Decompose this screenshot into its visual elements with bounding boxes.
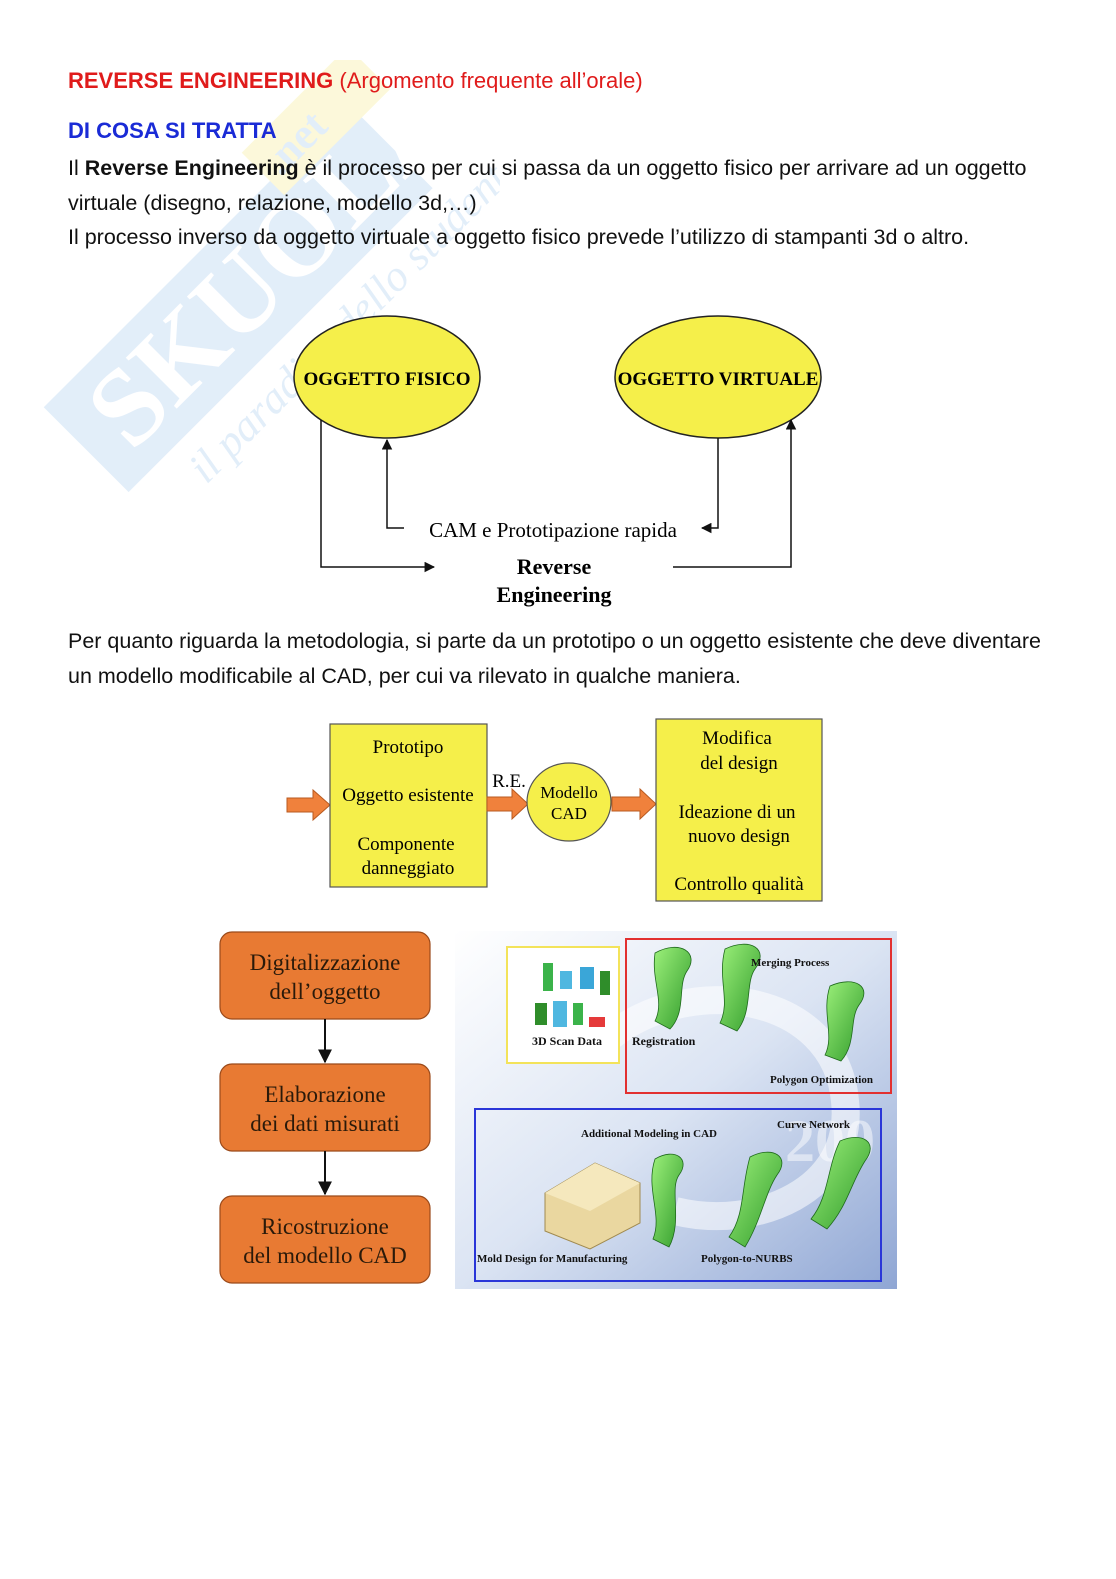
mold-design-label: Mold Design for Manufacturing — [477, 1253, 628, 1265]
virtual-object-label: OGGETTO VIRTUALE — [618, 369, 819, 390]
polygon-optimization-label: Polygon Optimization — [770, 1074, 873, 1086]
output-new-design-2: nuovo design — [688, 826, 790, 847]
reverse-engineering-process-image: 200 3D Scan Data Registration Merging Pr… — [455, 931, 897, 1289]
merging-label: Merging Process — [751, 957, 830, 969]
forward-label-2: Engineering — [497, 582, 612, 607]
output-quality: Controllo qualità — [674, 874, 804, 895]
physical-object-node — [293, 315, 481, 439]
polygon-to-nurbs-label: Polygon-to-NURBS — [701, 1253, 793, 1265]
intro-line-1: Il Reverse Engineering è il processo per… — [68, 156, 1027, 215]
scan-pieces-icon — [535, 963, 610, 1027]
page-title: REVERSE ENGINEERING (Argomento frequente… — [68, 68, 643, 94]
input-damaged: danneggiato — [362, 858, 455, 879]
flow-step-2-line-2: dei dati misurati — [250, 1111, 399, 1136]
inverse-arrow-left — [381, 438, 404, 529]
merging-frame — [625, 938, 892, 1094]
re-arrow — [486, 787, 529, 821]
inputs-box — [329, 723, 488, 888]
cad-model-label-2: CAD — [551, 804, 587, 823]
output-modify-2: del design — [700, 753, 778, 774]
input-prototype: Prototipo — [373, 737, 444, 758]
flow-step-1-line-1: Digitalizzazione — [250, 950, 401, 975]
output-arrow — [611, 787, 657, 821]
cad-modeling-frame — [474, 1108, 882, 1282]
physical-object-label: OGGETTO FISICO — [303, 369, 470, 390]
flow-step-digitalization — [219, 931, 431, 1020]
re-label: R.E. — [492, 771, 526, 792]
section-title: DI COSA SI TRATTA — [68, 118, 277, 143]
input-component: Componente — [357, 834, 454, 855]
methodology-diagram: Prototipo Oggetto esistente Componente d… — [219, 718, 823, 1284]
scan-data-label: 3D Scan Data — [532, 1034, 602, 1048]
output-modify: Modifica — [702, 728, 772, 749]
flow-step-processing — [219, 1063, 431, 1152]
input-existing-object: Oggetto esistente — [342, 785, 473, 806]
forward-label-1: Reverse — [517, 554, 592, 579]
flow-step-1-line-2: dell’oggetto — [269, 979, 380, 1004]
forward-arrow-left — [320, 420, 436, 573]
flow-step-3-line-1: Ricostruzione — [261, 1214, 389, 1239]
cad-model-node — [526, 762, 612, 842]
additional-modeling-label: Additional Modeling in CAD — [581, 1128, 717, 1140]
intro-line-2: Il processo inverso da oggetto virtuale … — [68, 225, 970, 249]
outputs-box — [655, 718, 823, 902]
flow-step-3-line-2: del modello CAD — [243, 1243, 407, 1268]
input-arrow — [286, 788, 331, 822]
title-text: REVERSE ENGINEERING — [68, 68, 334, 93]
title-note: (Argomento frequente all’orale) — [339, 68, 643, 93]
inverse-arrow-right — [700, 438, 719, 534]
forward-arrow-right — [673, 418, 797, 568]
reverse-engineering-diagram: OGGETTO FISICO OGGETTO VIRTUALE CAM e Pr… — [293, 315, 822, 607]
watermark-logo: SKUOLA .net il paradiso dello studente — [43, 60, 500, 492]
registration-label: Registration — [632, 1034, 696, 1048]
cad-model-label-1: Modello — [540, 783, 598, 802]
flow-step-2-line-1: Elaborazione — [264, 1082, 385, 1107]
intro-paragraph: Il Reverse Engineering è il processo per… — [68, 151, 1048, 255]
methodology-paragraph: Per quanto riguarda la metodologia, si p… — [68, 629, 1041, 688]
intro-bold-term: Reverse Engineering — [84, 156, 299, 180]
curve-network-label: Curve Network — [777, 1119, 851, 1131]
output-new-design: Ideazione di un — [678, 802, 796, 823]
flow-step-reconstruction — [219, 1195, 431, 1284]
inverse-process-label: CAM e Prototipazione rapida — [429, 518, 678, 542]
